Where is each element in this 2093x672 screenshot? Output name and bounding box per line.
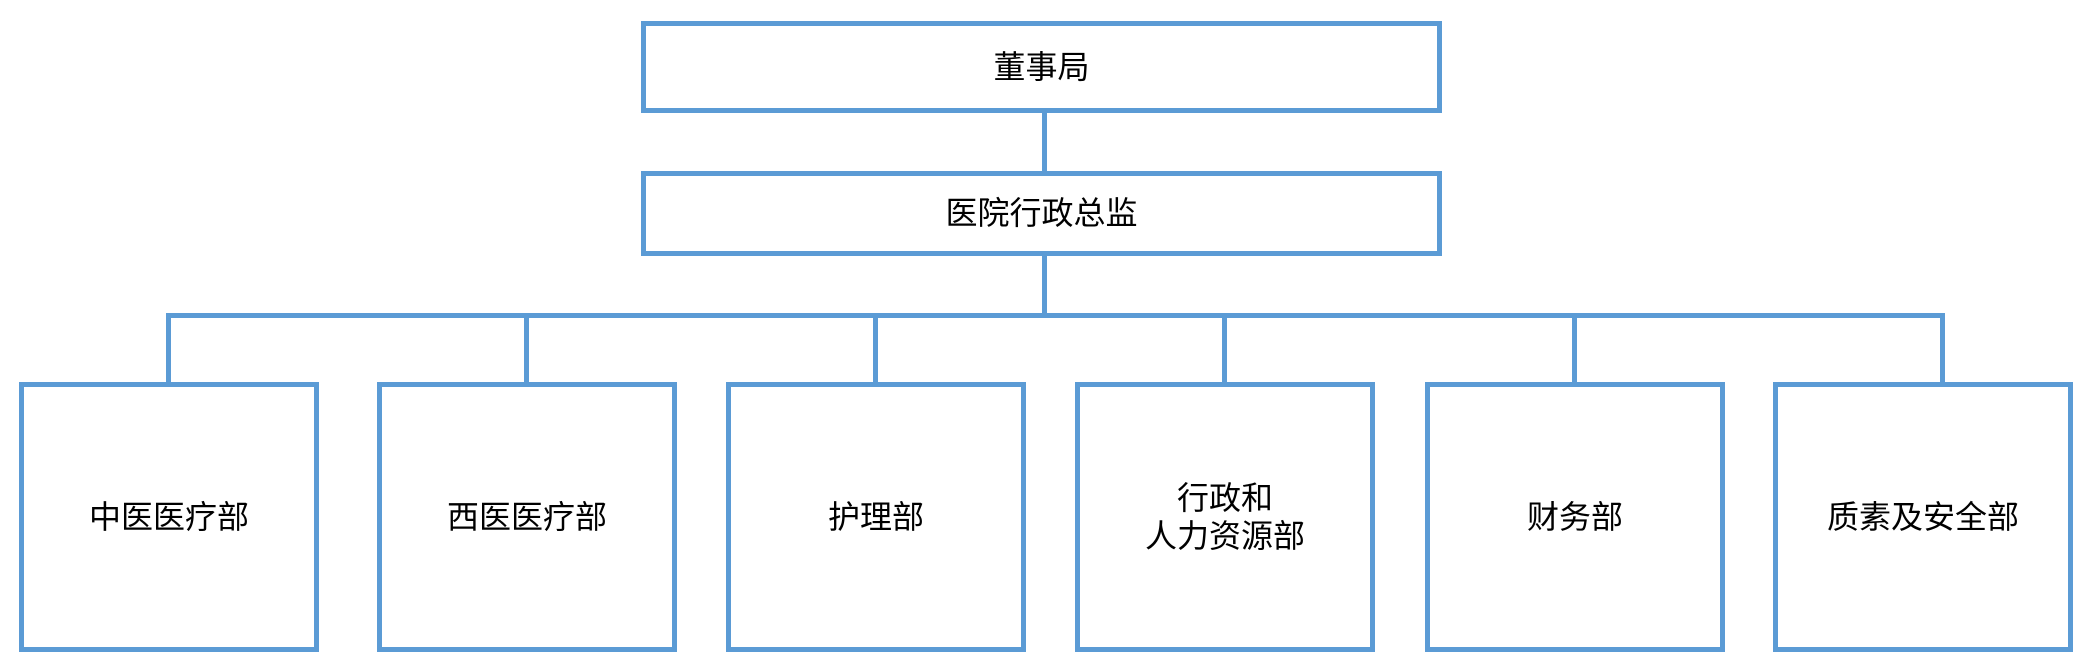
connector-dept-5: [1572, 313, 1577, 384]
department-box-1: 中医医疗部: [19, 382, 319, 652]
department-label: 财务部: [1526, 497, 1623, 536]
department-label: 中医医疗部: [88, 497, 249, 536]
director-box: 医院行政总监: [641, 171, 1442, 256]
department-box-4: 行政和 人力资源部: [1075, 382, 1375, 652]
department-box-3: 护理部: [726, 382, 1026, 652]
connector-dept-4: [1222, 313, 1227, 384]
department-label: 西医医疗部: [446, 497, 607, 536]
department-box-2: 西医医疗部: [377, 382, 677, 652]
connector-director-bus: [1042, 256, 1047, 316]
connector-board-director: [1042, 113, 1047, 173]
connector-horizontal-bus: [166, 313, 1945, 318]
connector-dept-3: [873, 313, 878, 384]
department-label: 护理部: [827, 497, 924, 536]
board-label: 董事局: [993, 47, 1090, 86]
department-box-5: 财务部: [1425, 382, 1725, 652]
connector-dept-6: [1940, 313, 1945, 384]
board-box: 董事局: [641, 21, 1442, 113]
department-label: 质素及安全部: [1826, 497, 2019, 536]
connector-dept-2: [524, 313, 529, 384]
department-label: 行政和 人力资源部: [1144, 478, 1305, 555]
connector-dept-1: [166, 313, 171, 384]
department-box-6: 质素及安全部: [1773, 382, 2073, 652]
director-label: 医院行政总监: [945, 194, 1138, 233]
